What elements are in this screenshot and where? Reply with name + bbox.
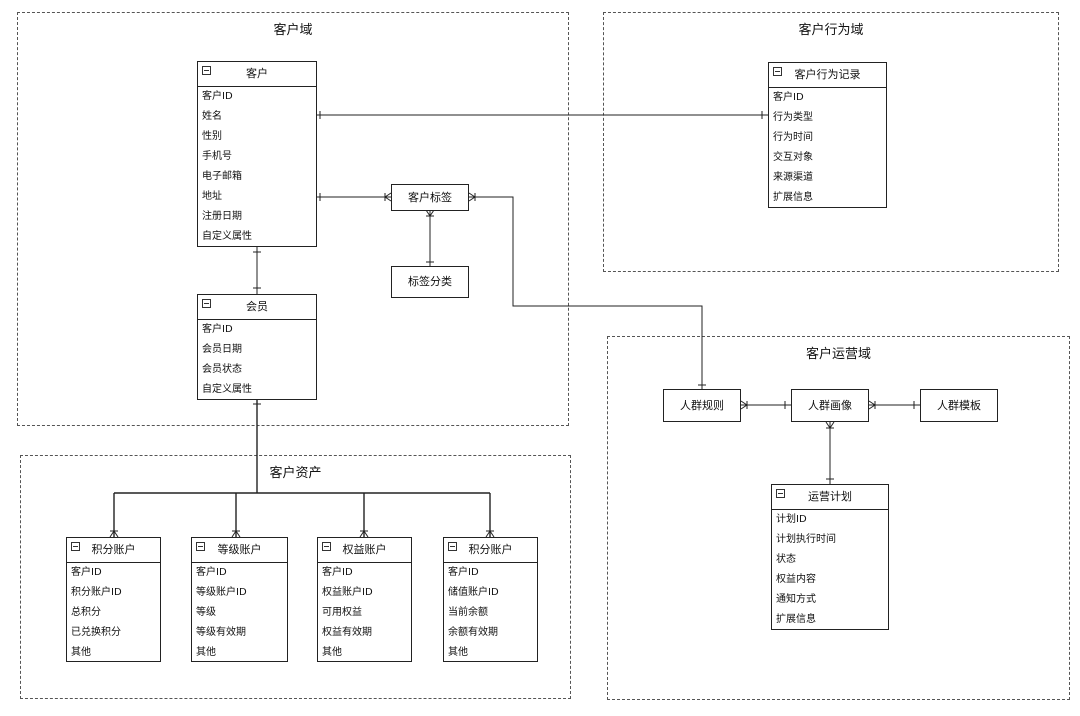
entity-points-account-2[interactable]: 积分账户 客户ID 储值账户ID 当前余额 余额有效期 其他 (443, 537, 538, 662)
entity-title: 运营计划 (808, 490, 852, 503)
entity-level-account[interactable]: 等级账户 客户ID 等级账户ID 等级 等级有效期 其他 (191, 537, 288, 662)
box-label: 人群规则 (680, 399, 724, 412)
collapse-icon[interactable] (773, 67, 782, 76)
domain-behavior: 客户行为域 (603, 12, 1059, 272)
field: 客户ID (448, 567, 479, 578)
domain-customer-title: 客户域 (273, 23, 313, 38)
box-crowd-rule[interactable]: 人群规则 (663, 389, 741, 422)
field: 电子邮箱 (202, 171, 242, 182)
domain-customer: 客户域 (17, 12, 569, 426)
collapse-icon[interactable] (448, 542, 457, 551)
collapse-icon[interactable] (776, 489, 785, 498)
field: 注册日期 (202, 211, 242, 222)
field: 其他 (71, 647, 91, 658)
entity-title: 权益账户 (342, 543, 387, 556)
entity-customer[interactable]: 客户 客户ID 姓名 性别 手机号 电子邮箱 地址 注册日期 自定义属性 (197, 61, 317, 247)
field: 地址 (202, 191, 222, 202)
entity-title: 会员 (246, 300, 268, 313)
field: 来源渠道 (773, 172, 813, 183)
entity-title: 客户 (246, 67, 268, 80)
collapse-icon[interactable] (322, 542, 331, 551)
field: 交互对象 (773, 152, 813, 163)
field: 客户ID (322, 567, 353, 578)
collapse-icon[interactable] (71, 542, 80, 551)
field: 当前余额 (448, 607, 488, 618)
field: 性别 (202, 131, 222, 142)
field: 计划执行时间 (776, 534, 836, 545)
field: 行为类型 (773, 112, 813, 123)
field: 权益有效期 (322, 627, 372, 638)
entity-title: 等级账户 (217, 543, 262, 556)
field: 行为时间 (773, 132, 813, 143)
field: 手机号 (202, 151, 232, 162)
conn-tag-rule (469, 196, 703, 389)
field: 权益内容 (776, 574, 816, 585)
field: 客户ID (202, 91, 233, 102)
field: 其他 (322, 647, 342, 658)
field: 会员状态 (202, 364, 242, 375)
field: 客户ID (202, 324, 233, 335)
entity-title: 积分账户 (91, 543, 136, 556)
field: 客户ID (196, 567, 227, 578)
box-crowd-template[interactable]: 人群模板 (920, 389, 998, 422)
field: 等级有效期 (196, 627, 246, 638)
domain-assets-title: 客户资产 (269, 466, 322, 481)
field: 扩展信息 (773, 192, 813, 203)
collapse-icon[interactable] (202, 66, 211, 75)
domain-operations-title: 客户运营域 (805, 347, 871, 362)
field: 可用权益 (322, 607, 362, 618)
field: 积分账户ID (71, 587, 122, 598)
field: 会员日期 (202, 344, 242, 355)
entity-operation-plan[interactable]: 运营计划 计划ID 计划执行时间 状态 权益内容 通知方式 扩展信息 (771, 484, 889, 630)
field: 已兑换积分 (71, 627, 121, 638)
field: 计划ID (776, 514, 807, 525)
field: 状态 (776, 554, 796, 565)
domain-behavior-title: 客户行为域 (798, 23, 864, 38)
field: 客户ID (71, 567, 102, 578)
field: 总积分 (71, 607, 101, 618)
field: 余额有效期 (448, 627, 498, 638)
box-label: 客户标签 (408, 191, 452, 204)
box-label: 标签分类 (408, 275, 452, 288)
collapse-icon[interactable] (196, 542, 205, 551)
field: 通知方式 (776, 594, 816, 605)
conn-member-assets (113, 400, 491, 537)
box-label: 人群画像 (808, 399, 852, 412)
field: 储值账户ID (448, 587, 499, 598)
entity-rights-account[interactable]: 权益账户 客户ID 权益账户ID 可用权益 权益有效期 其他 (317, 537, 412, 662)
entity-behavior-record[interactable]: 客户行为记录 客户ID 行为类型 行为时间 交互对象 来源渠道 扩展信息 (768, 62, 887, 208)
collapse-icon[interactable] (202, 299, 211, 308)
box-crowd-portrait[interactable]: 人群画像 (791, 389, 869, 422)
domain-operations: 客户运营域 (607, 336, 1070, 700)
entity-points-account-1[interactable]: 积分账户 客户ID 积分账户ID 总积分 已兑换积分 其他 (66, 537, 161, 662)
domain-assets: 客户资产 (20, 455, 571, 699)
entity-title: 积分账户 (468, 543, 513, 556)
field: 其他 (448, 647, 468, 658)
field: 姓名 (202, 111, 222, 122)
field: 等级账户ID (196, 587, 247, 598)
box-customer-tag[interactable]: 客户标签 (391, 184, 469, 211)
entity-member[interactable]: 会员 客户ID 会员日期 会员状态 自定义属性 (197, 294, 317, 400)
field: 扩展信息 (776, 614, 816, 625)
entity-title: 客户行为记录 (794, 68, 861, 81)
field: 等级 (196, 607, 216, 618)
field: 权益账户ID (322, 587, 373, 598)
field: 自定义属性 (202, 231, 252, 242)
box-tag-category[interactable]: 标签分类 (391, 266, 469, 298)
field: 自定义属性 (202, 384, 252, 395)
box-label: 人群模板 (937, 399, 981, 412)
field: 客户ID (773, 92, 804, 103)
field: 其他 (196, 647, 216, 658)
